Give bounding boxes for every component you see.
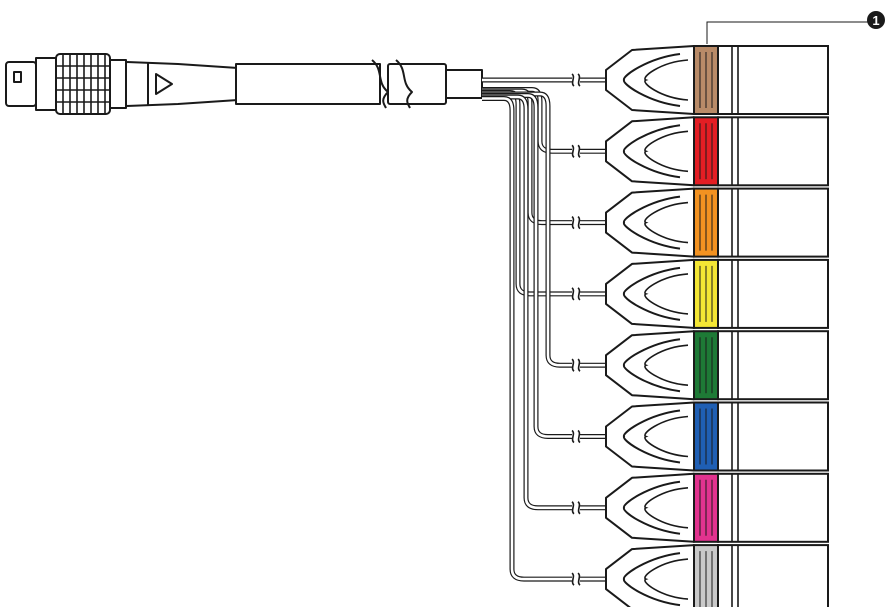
xlr-connector-icon bbox=[605, 116, 829, 187]
breakout-wire bbox=[482, 91, 606, 372]
breakout-wire bbox=[482, 90, 606, 301]
xlr-connector-icon bbox=[605, 258, 829, 329]
multipin-connector-icon bbox=[5, 53, 483, 115]
callout-number: 1 bbox=[872, 13, 879, 28]
callout-1: 1 bbox=[706, 11, 885, 44]
breakout-wire bbox=[482, 94, 606, 515]
xlr-connector-icon bbox=[605, 401, 829, 472]
xlr-connector-icon bbox=[605, 330, 829, 401]
breakout-wire bbox=[482, 93, 606, 444]
breakout-wire bbox=[482, 96, 606, 586]
xlr-connectors bbox=[605, 45, 829, 607]
xlr-connector-icon bbox=[605, 45, 829, 115]
breakout-wire bbox=[482, 88, 606, 230]
xlr-connector-icon bbox=[605, 187, 829, 258]
xlr-connector-icon bbox=[605, 472, 829, 543]
breakout-wire bbox=[482, 73, 606, 87]
breakout-wires bbox=[482, 73, 606, 586]
xlr-connector-icon bbox=[605, 544, 829, 607]
